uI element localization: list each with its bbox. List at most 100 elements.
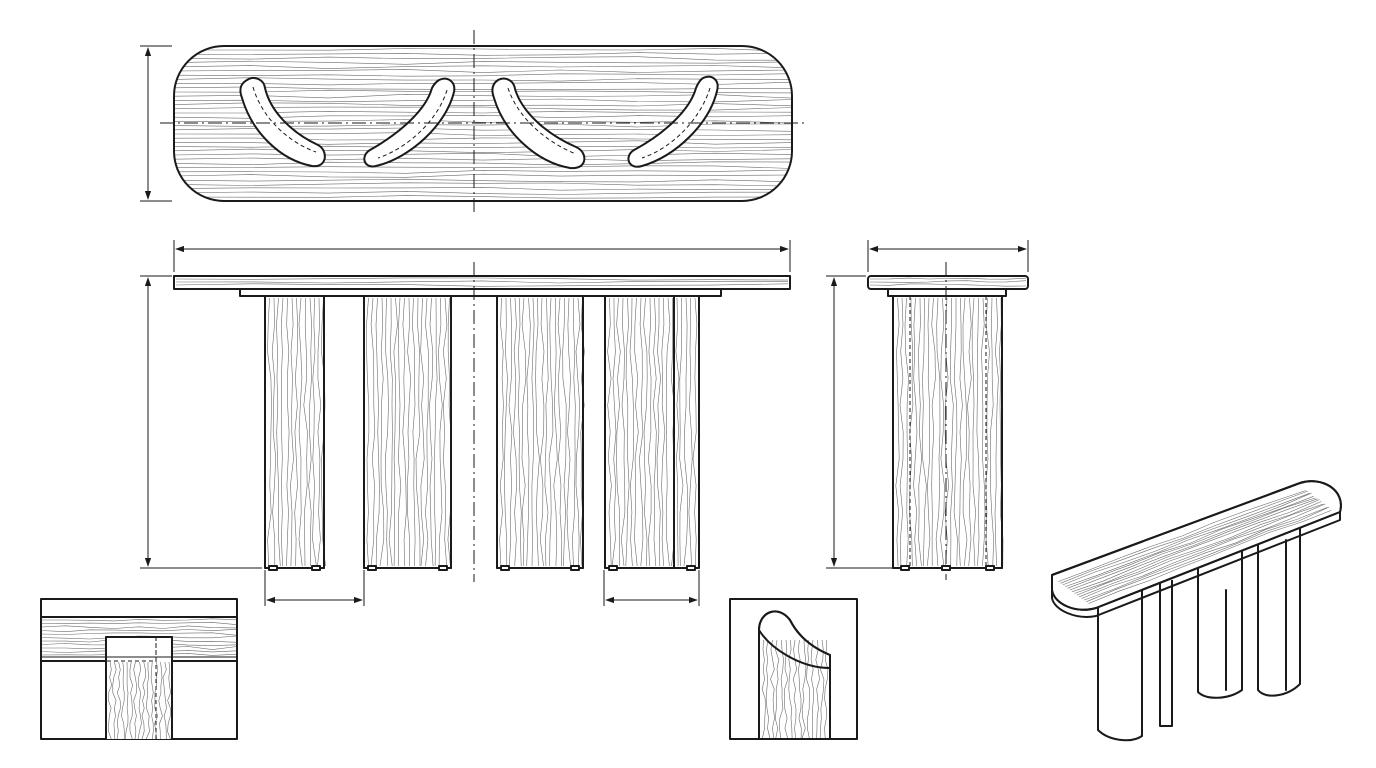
grain-line [429, 297, 434, 567]
grain-line [931, 297, 936, 567]
grain-line [656, 298, 661, 567]
grain-line [652, 297, 657, 567]
grain-line [174, 73, 792, 77]
grain-line [290, 297, 294, 567]
side-foot-2 [941, 565, 951, 571]
grain-line [935, 297, 941, 567]
grain-line [819, 639, 825, 739]
grain-line [806, 639, 811, 739]
grain-line [375, 297, 380, 567]
grain-line [174, 145, 792, 149]
grain-line [770, 639, 775, 739]
joint-tenon [105, 636, 157, 662]
front-elevation [140, 240, 791, 606]
grain-line [607, 297, 612, 567]
iso-leg-front-left [1097, 590, 1143, 742]
front-tabletop-grain [175, 277, 789, 287]
iso-tabletop-edge [1051, 511, 1341, 618]
leg-foot [686, 565, 696, 571]
grain-line [918, 297, 923, 567]
grain-line [174, 165, 792, 169]
grain-line [174, 182, 792, 187]
grain-line [438, 297, 443, 567]
grain-line [434, 297, 438, 567]
grain-line [572, 297, 576, 567]
grain-line [761, 639, 766, 739]
grain-line [174, 169, 792, 174]
grain-line [286, 297, 290, 567]
grain-line [175, 277, 789, 281]
grain-line [801, 639, 807, 739]
grain-line [899, 297, 904, 567]
grain-line [280, 297, 284, 567]
grain-line [425, 297, 429, 567]
grain-line [904, 297, 909, 567]
grain-line [145, 662, 150, 739]
grain-line [967, 297, 972, 567]
grain-line [675, 297, 680, 567]
grain-line [41, 628, 237, 633]
grain-line [174, 161, 792, 166]
grain-line [276, 297, 281, 567]
grain-line [611, 297, 617, 567]
grain-line [1086, 506, 1330, 603]
grain-line [137, 661, 142, 739]
grain-line [271, 297, 277, 567]
grain-line [174, 86, 792, 90]
grain-line [1081, 503, 1326, 599]
grain-line [815, 639, 820, 739]
grain-line [384, 297, 389, 567]
side-height-dimension [826, 275, 892, 569]
grain-line [504, 297, 508, 567]
grain-line [1060, 490, 1308, 584]
grain-line [1065, 492, 1312, 587]
grain-line [643, 297, 648, 567]
side-apron [887, 288, 1007, 297]
grain-line [566, 297, 571, 567]
grain-line [665, 297, 671, 567]
grain-line [162, 661, 167, 739]
grain-line [958, 297, 963, 567]
grain-line [174, 52, 792, 56]
leg-foot [311, 565, 321, 571]
leg-profile-outline [758, 610, 831, 740]
grain-line [1072, 498, 1318, 592]
leg-profile-detail [729, 598, 858, 740]
grain-line [922, 297, 927, 567]
leg-foot [367, 565, 377, 571]
grain-line [639, 297, 644, 567]
grain-line [108, 661, 113, 739]
grain-line [1069, 497, 1316, 591]
side-foot-1 [900, 565, 910, 571]
grain-line [415, 297, 421, 567]
grain-line [1074, 499, 1320, 594]
leg-foot [268, 565, 278, 571]
slot-1 [239, 77, 326, 168]
side-foot-3 [985, 565, 995, 571]
grain-line [616, 297, 621, 567]
grain-line [683, 297, 689, 567]
grain-line [535, 297, 540, 567]
grain-line [953, 298, 958, 567]
front-legs [264, 295, 700, 571]
grain-line [174, 195, 792, 199]
grain-line [913, 297, 918, 567]
grain-line [634, 297, 639, 567]
slot-hidden-edges [252, 86, 711, 159]
grain-line [41, 622, 237, 625]
grain-line [648, 297, 652, 567]
grain-line [174, 186, 792, 191]
grain-line [508, 297, 513, 567]
grain-line [971, 297, 976, 567]
grain-line [174, 69, 792, 73]
grain-line [869, 277, 1027, 280]
grain-line [370, 297, 376, 567]
grain-line [298, 297, 303, 567]
grain-line [303, 297, 308, 567]
joint-leg [105, 636, 173, 739]
leg-body [604, 295, 700, 569]
grain-line [962, 297, 968, 567]
grain-line [158, 661, 163, 739]
grain-line [41, 625, 237, 629]
